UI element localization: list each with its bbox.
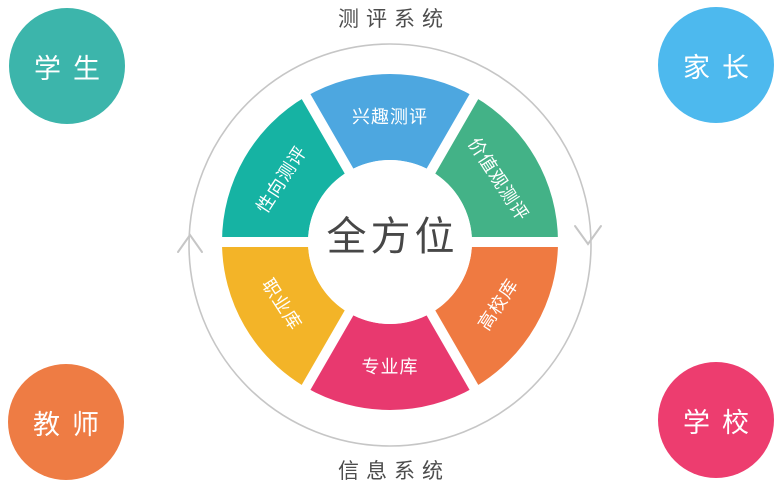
rotation-arc: [188, 43, 592, 447]
wheel-inner-circle: [308, 160, 472, 324]
wheel-segment-4[interactable]: [306, 313, 474, 410]
wheel-segment-label-1: 兴趣测评: [352, 107, 428, 127]
bottom-system-label: 信息系统: [338, 460, 450, 483]
circle-teachers[interactable]: 教师: [8, 364, 124, 480]
circle-students-label: 学生: [34, 53, 112, 84]
arrow-up-icon: [177, 233, 203, 253]
circle-teachers-label: 教师: [33, 409, 111, 440]
circle-students[interactable]: 学生: [9, 8, 125, 124]
wheel-segment-6[interactable]: [222, 96, 349, 243]
top-system-label: 测评系统: [338, 8, 450, 31]
wheel-segment-5[interactable]: [222, 242, 349, 388]
circle-schools-label: 学校: [683, 407, 761, 438]
wheel-segments: [222, 74, 558, 410]
wheel-center-label: 全方位: [326, 215, 459, 259]
circle-parents-label: 家长: [683, 52, 761, 83]
wheel-segment-2[interactable]: [431, 96, 558, 243]
circle-parents[interactable]: 家长: [658, 7, 774, 123]
arrow-down-icon: [574, 225, 602, 246]
wheel-segment-1[interactable]: [306, 74, 474, 171]
wheel-segment-label-4: 专业库: [362, 357, 419, 377]
wheel-segment-3[interactable]: [431, 242, 558, 388]
circle-schools[interactable]: 学校: [658, 362, 774, 478]
